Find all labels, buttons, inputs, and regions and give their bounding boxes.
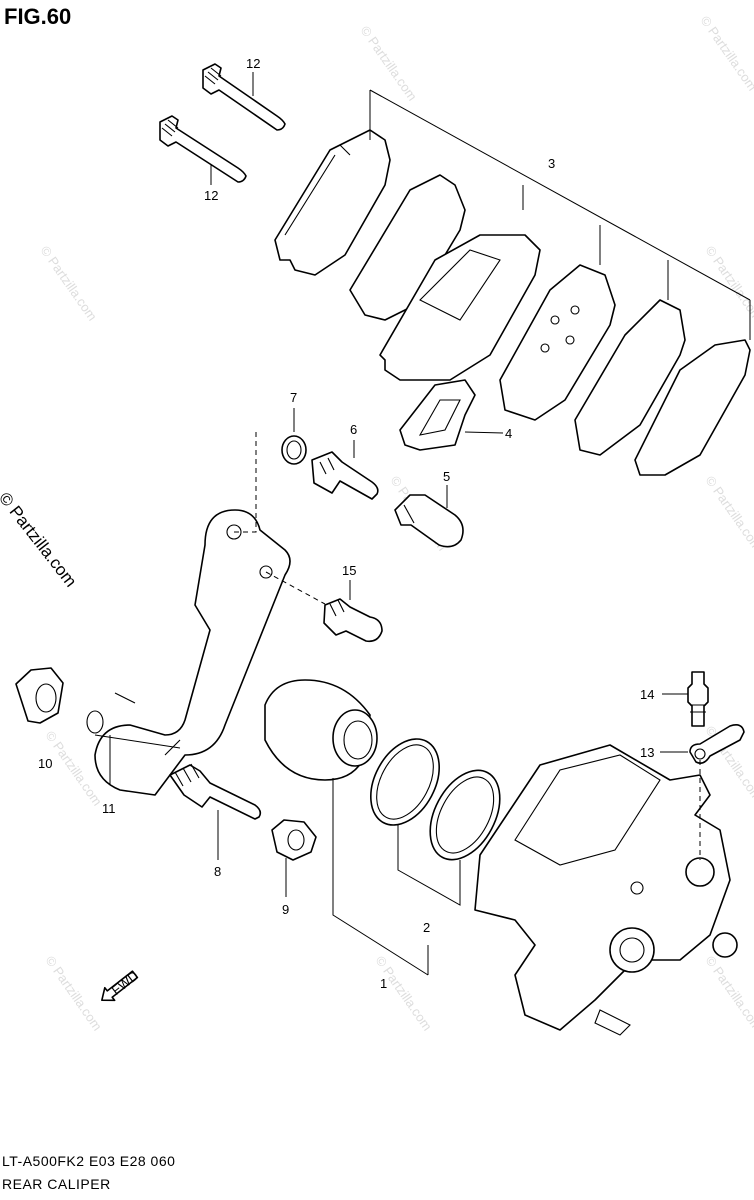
callout-12-upper: 12 (246, 56, 260, 71)
figure-title: FIG.60 (4, 4, 72, 29)
callout-7: 7 (290, 390, 297, 405)
bleeder-cap (689, 724, 745, 764)
faint-watermark: © Partzilla.com (358, 23, 421, 103)
callout-14: 14 (640, 687, 654, 702)
faint-watermark: © Partzilla.com (703, 473, 754, 553)
pad-pin-upper (202, 63, 286, 131)
faint-watermark: © Partzilla.com (703, 953, 754, 1033)
slide-pin-bolt (311, 451, 379, 500)
section-title-caption: REAR CALIPER (2, 1176, 111, 1192)
brake-pad-plate-5 (574, 299, 686, 456)
caliper-piston (264, 679, 378, 781)
brake-pad-plate-3 (379, 234, 541, 381)
model-code-caption: LT-A500FK2 E03 E28 060 (2, 1153, 176, 1169)
brake-pad-plate-4 (499, 264, 616, 421)
faint-watermark: © Partzilla.com (703, 243, 754, 323)
dust-seal (429, 769, 501, 861)
leader-line (397, 825, 461, 975)
slide-pin (169, 763, 262, 820)
bracket-line (369, 89, 751, 301)
slide-pin-boot (394, 494, 464, 548)
bracket-bolt (323, 598, 383, 643)
callout-2: 2 (423, 920, 430, 935)
bracket-sleeve (15, 667, 64, 724)
faint-watermark: © Partzilla.com (43, 953, 106, 1033)
callout-4: 4 (505, 426, 512, 441)
callout-15: 15 (342, 563, 356, 578)
piston-seal (370, 738, 440, 826)
callout-3: 3 (548, 156, 555, 171)
alignment-line (234, 432, 257, 533)
leader-line (332, 778, 429, 976)
faint-watermark: © Partzilla.com (373, 953, 436, 1033)
bracket-ticks (369, 90, 751, 340)
callout-10: 10 (38, 756, 52, 771)
callout-labels: 1 2 3 4 5 6 7 8 9 10 11 12 12 13 14 15 (38, 56, 654, 991)
callout-9: 9 (282, 902, 289, 917)
brake-pad-plate-2 (349, 174, 466, 321)
alignment-line (265, 571, 326, 605)
callout-12-lower: 12 (204, 188, 218, 203)
callout-11: 11 (102, 801, 116, 816)
forward-arrow-label: FWD (109, 968, 142, 998)
pad-pin-lower (159, 115, 247, 183)
pad-spring (399, 379, 476, 451)
caliper-bracket (86, 509, 291, 796)
callout-6: 6 (350, 422, 357, 437)
callout-5: 5 (443, 469, 450, 484)
leader-line (464, 431, 504, 434)
faint-watermark: © Partzilla.com (698, 13, 754, 93)
callout-13: 13 (640, 745, 654, 760)
leader-line (94, 734, 181, 785)
caliper-body (474, 744, 738, 1036)
slide-pin-boot-small (271, 819, 317, 861)
callout-1: 1 (380, 976, 387, 991)
brake-pad-plate-1 (274, 129, 391, 276)
small-o-ring (281, 435, 307, 465)
callout-8: 8 (214, 864, 221, 879)
faint-watermark: © Partzilla.com (38, 243, 101, 323)
bleeder-valve (687, 671, 709, 727)
brake-pad-plate-6 (634, 339, 751, 476)
forward-direction-arrow: FWD (101, 968, 142, 1002)
